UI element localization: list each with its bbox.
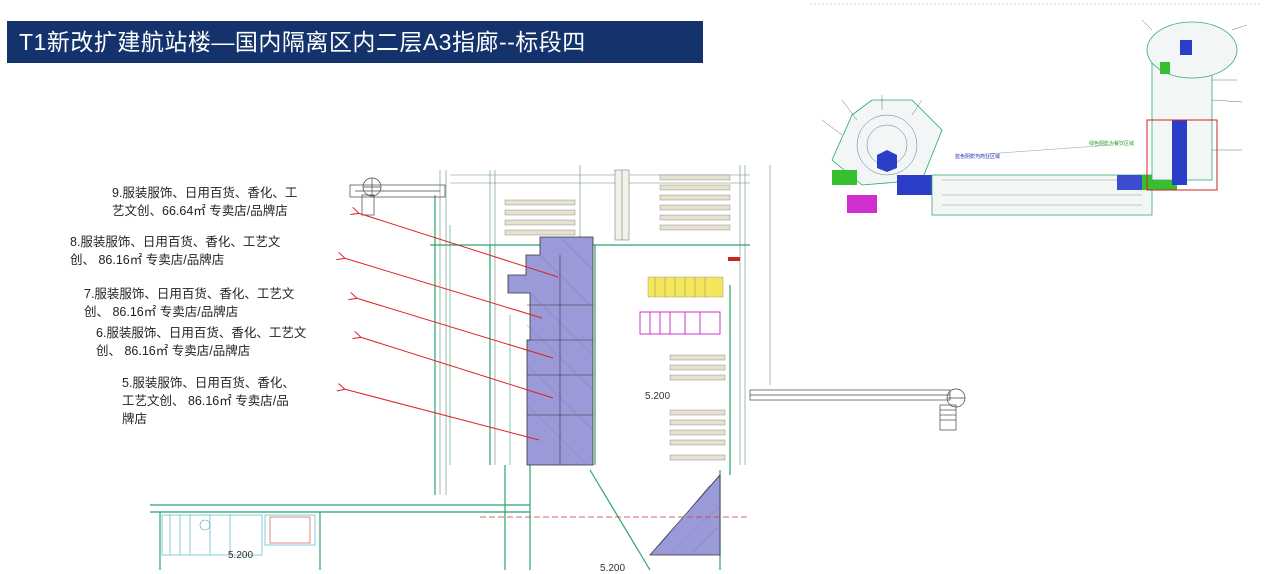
annotation-5-line2: 工艺文创、 86.16㎡ 专卖店/品 bbox=[122, 394, 289, 408]
key-plan-map bbox=[821, 19, 1248, 216]
annotation-7-line1: 7.服装服饰、日用百货、香化、工艺文 bbox=[84, 287, 295, 301]
title-bar: T1新改扩建航站楼—国内隔离区内二层A3指廊--标段四 bbox=[7, 21, 703, 63]
elevation-left: 5.200 bbox=[228, 550, 254, 561]
annotation-6-line1: 6.服装服饰、日用百货、香化、工艺文 bbox=[96, 326, 307, 340]
elevation-bottom: 5.200 bbox=[600, 563, 626, 574]
annotation-5-line1: 5.服装服饰、日用百货、香化、 bbox=[122, 376, 295, 390]
top-dotted-line bbox=[810, 3, 1260, 5]
keymap-blue-note: 蓝色阴影为商业区域 bbox=[955, 154, 1001, 160]
annotation-shop-5: 5.服装服饰、日用百货、香化、 工艺文创、 86.16㎡ 专卖店/品 牌店 bbox=[122, 374, 295, 428]
annotation-9-line2: 艺文创、66.64㎡ 专卖店/品牌店 bbox=[112, 204, 288, 218]
annotation-6-line2: 创、 86.16㎡ 专卖店/品牌店 bbox=[96, 344, 251, 358]
annotation-8-line2: 创、 86.16㎡ 专卖店/品牌店 bbox=[70, 253, 225, 267]
annotation-8-line1: 8.服装服饰、日用百货、香化、工艺文 bbox=[70, 235, 281, 249]
annotation-5-line3: 牌店 bbox=[122, 412, 148, 426]
page-title: T1新改扩建航站楼—国内隔离区内二层A3指廊--标段四 bbox=[19, 29, 586, 55]
keymap-green-note: 绿色阴影为餐饮区域 bbox=[1089, 141, 1135, 147]
annotation-shop-9: 9.服装服饰、日用百货、香化、工 艺文创、66.64㎡ 专卖店/品牌店 bbox=[112, 184, 297, 220]
annotation-9-line1: 9.服装服饰、日用百货、香化、工 bbox=[112, 186, 298, 200]
annotation-shop-6: 6.服装服饰、日用百货、香化、工艺文 创、 86.16㎡ 专卖店/品牌店 bbox=[96, 324, 306, 360]
annotation-shop-8: 8.服装服饰、日用百货、香化、工艺文 创、 86.16㎡ 专卖店/品牌店 bbox=[70, 233, 280, 269]
annotation-7-line2: 创、 86.16㎡ 专卖店/品牌店 bbox=[84, 305, 239, 319]
elevation-main: 5.200 bbox=[645, 391, 671, 402]
annotation-shop-7: 7.服装服饰、日用百货、香化、工艺文 创、 86.16㎡ 专卖店/品牌店 bbox=[84, 285, 294, 321]
